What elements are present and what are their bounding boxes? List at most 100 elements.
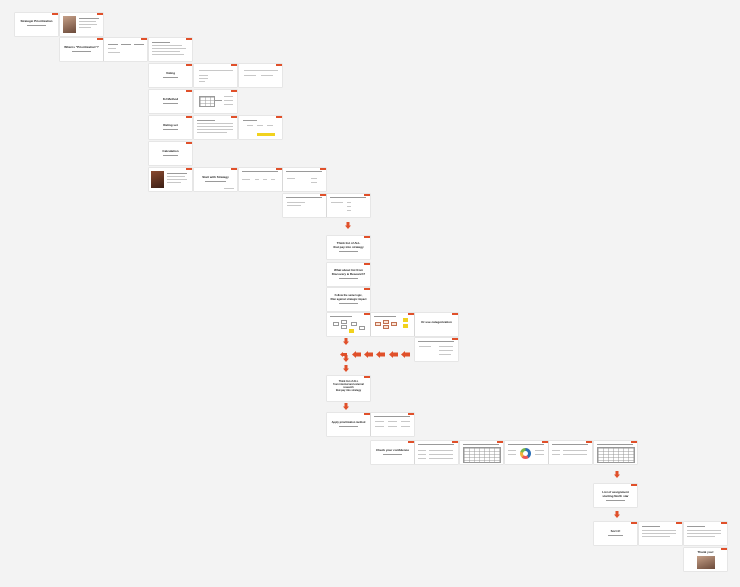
slide-strategy-detail-2[interactable] [283, 168, 326, 191]
text-line [108, 52, 120, 53]
slide-voting-detail-2[interactable] [239, 64, 282, 87]
slide-rating-detail-1[interactable] [194, 116, 237, 139]
text-line [199, 70, 233, 71]
slide-list-assignment[interactable]: List of assignment starting North star [594, 484, 637, 507]
text-line [79, 21, 96, 22]
slide-confidence-donut[interactable] [505, 441, 548, 464]
slide-think-all[interactable]: Think list of ALL that pay into strategy [327, 236, 370, 259]
map-node [359, 326, 365, 330]
slide-rating[interactable]: Rating set [149, 116, 192, 139]
subtitle-line [608, 535, 623, 536]
text-line [508, 450, 516, 451]
text-line [429, 454, 453, 455]
slide-categorization-detail[interactable] [415, 338, 458, 361]
slide-confidence-2[interactable] [549, 441, 592, 464]
slide-calculation[interactable]: Calculation [149, 142, 192, 165]
text-line [388, 426, 397, 427]
slide-strategy-detail-4[interactable] [327, 194, 370, 217]
slide-tag [721, 522, 727, 524]
text-line [152, 45, 182, 46]
slide-tag [452, 441, 458, 443]
slide-voting-detail-1[interactable] [194, 64, 237, 87]
slide-what-about[interactable]: What about list from Discovery & Researc… [327, 263, 370, 286]
text-line [286, 197, 322, 198]
slide-strategy-detail-1[interactable] [239, 168, 282, 191]
map-node [341, 325, 347, 329]
subtitle-line [163, 103, 178, 104]
slide-what-is[interactable]: What is "Prioritization"? [60, 38, 103, 61]
slide-strategy-detail-3[interactable] [283, 194, 326, 217]
slide-portrait[interactable] [149, 168, 192, 191]
slide-kj-method[interactable]: KJ Method [149, 90, 192, 113]
text-line [347, 206, 351, 207]
portrait-photo [151, 171, 164, 188]
subtitle-line [72, 51, 91, 52]
slide-tag [186, 38, 192, 40]
text-line [242, 179, 250, 180]
text-line [330, 316, 352, 317]
slide-sort-it[interactable]: Sort it! [594, 522, 637, 545]
slide-follow-logic[interactable]: Follow the same logic, filter against st… [327, 288, 370, 311]
thank-you-photo [697, 556, 715, 569]
text-line [597, 444, 633, 445]
slide-think-list[interactable]: Think list of ALL from internal and exte… [327, 376, 370, 401]
mind-node [383, 325, 389, 329]
slide-map-2[interactable] [371, 313, 414, 336]
text-line [311, 178, 317, 179]
text-line [642, 533, 676, 534]
text-line [224, 104, 233, 105]
slide-what-is-detail[interactable] [104, 38, 147, 61]
text-line [401, 421, 410, 422]
text-line [199, 78, 208, 79]
text-line [429, 458, 453, 459]
slide-apply-detail[interactable] [371, 413, 414, 436]
text-line [108, 44, 118, 45]
slide-tag [52, 13, 58, 15]
slide-or-use[interactable]: Or use categorization [415, 313, 458, 336]
text-line [255, 179, 259, 180]
slide-sort-it-text: Sort it! [610, 529, 621, 533]
text-line [287, 205, 301, 206]
text-line [197, 123, 233, 124]
slide-kj-method-detail[interactable] [194, 90, 237, 113]
map-node [351, 322, 357, 326]
slide-tag [97, 13, 103, 15]
slide-rating-detail-2[interactable] [239, 116, 282, 139]
slide-tag [364, 313, 370, 315]
text-line [439, 354, 451, 355]
text-line [197, 120, 215, 121]
slide-confidence-1[interactable] [415, 441, 458, 464]
slide-tag [186, 142, 192, 144]
text-line [418, 454, 426, 455]
map-node [341, 320, 347, 324]
slide-thank-you[interactable]: Thank you! [684, 548, 727, 571]
slide-tag [186, 64, 192, 66]
text-line [642, 526, 660, 527]
text-line [152, 42, 170, 43]
slide-voting[interactable]: Voting [149, 64, 192, 87]
slide-check[interactable]: Check your confidence [371, 441, 414, 464]
text-line [418, 458, 426, 459]
slide-sort-detail-1[interactable] [639, 522, 682, 545]
slide-confidence-table-2[interactable] [594, 441, 637, 464]
text-line [224, 96, 233, 97]
slide-voting-text: Voting [165, 71, 176, 75]
slide-sort-detail-2[interactable] [684, 522, 727, 545]
footnote-line [224, 188, 234, 189]
slide-tag [320, 168, 326, 170]
text-line [247, 125, 253, 126]
slide-tag [452, 313, 458, 315]
slide-apply[interactable]: Apply prioritization method [327, 413, 370, 436]
slide-what-is-text-list[interactable] [149, 38, 192, 61]
map-node [333, 322, 339, 326]
text-line [167, 182, 181, 183]
text-line [463, 444, 499, 445]
slide-start-with-strategy[interactable]: Start with Strategy [194, 168, 237, 191]
slide-tag [452, 338, 458, 340]
slide-what-about-text: What about list from Discovery & Researc… [331, 268, 366, 276]
slide-map-1[interactable] [327, 313, 370, 336]
slide-confidence-table[interactable] [460, 441, 503, 464]
slide-title[interactable]: Strategic Prioritization [15, 13, 58, 36]
slide-speaker[interactable] [60, 13, 103, 36]
